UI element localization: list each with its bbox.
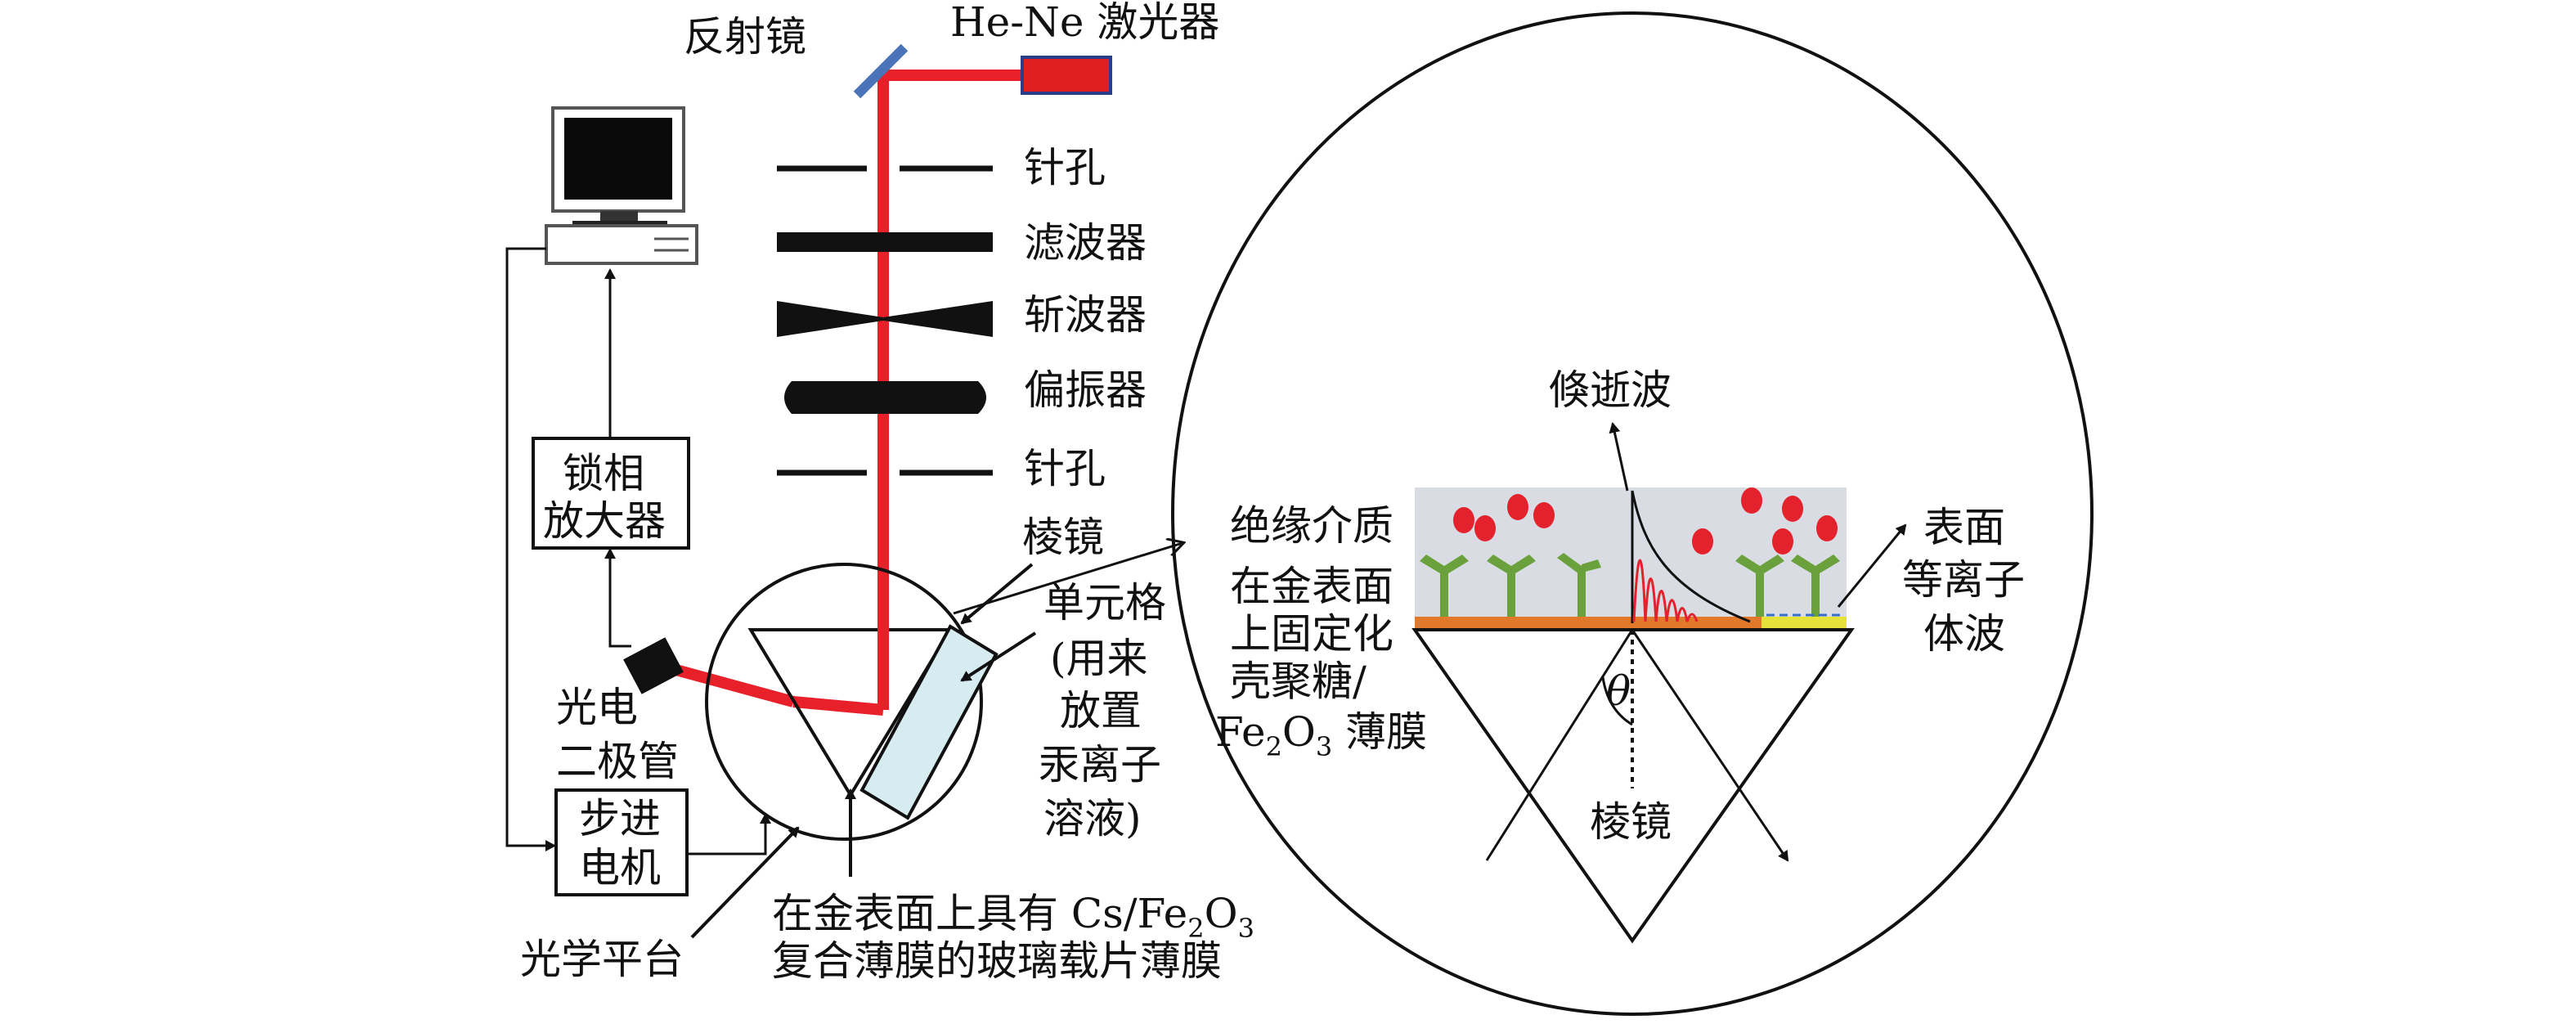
svg-text:在金表面上具有 Cs/Fe2O3: 在金表面上具有 Cs/Fe2O3 [772,890,1254,944]
zoom-connector [953,543,1183,615]
polarizer-icon [784,381,986,414]
filter-icon [777,232,993,252]
light-rays [1485,629,1789,862]
svg-text:复合薄膜的玻璃载片薄膜: 复合薄膜的玻璃载片薄膜 [772,937,1222,985]
svg-text:二极管: 二极管 [556,738,679,785]
svg-text:在金表面: 在金表面 [1230,563,1393,610]
chopper-label: 斩波器 [1024,291,1147,339]
svg-text:表面: 表面 [1923,504,2005,551]
svg-text:等离子: 等离子 [1902,556,2025,604]
prism-pointer [960,563,1034,625]
svg-text:光电: 光电 [556,684,638,731]
stepper-motor-label: 步进 电机 [579,795,661,892]
cell-label: 单元格 (用来 放置 汞离子 溶液) [1039,579,1166,842]
pinhole-top-label: 针孔 [1024,144,1106,191]
mirror-icon [853,43,909,99]
svg-text:壳聚糖/: 壳聚糖/ [1230,658,1367,705]
spw-label: 表面 等离子 体波 [1902,504,2025,658]
optical-stage-label: 光学平台 [520,936,684,983]
dielectric-label: 绝缘介质 [1230,502,1393,550]
svg-text:步进: 步进 [579,795,661,842]
spw-strip [1761,617,1847,628]
glass-film-label: 在金表面上具有 Cs/Fe2O3 复合薄膜的玻璃载片薄膜 [772,890,1254,985]
zoom-prism-triangle [1411,628,1855,944]
pinhole-bottom-label: 针孔 [1024,445,1106,492]
mercury-ions [1453,487,1838,555]
photodiode-label: 光电 二极管 [556,684,679,785]
optical-stage-circle [705,563,983,841]
chopper-icon [777,301,993,337]
gold-film-strip [1415,617,1761,628]
svg-text:Fe2O3 薄膜: Fe2O3 薄膜 [1215,708,1427,762]
laser-icon [1021,56,1112,95]
zoom-circle [1171,11,2094,1016]
svg-text:体波: 体波 [1923,610,2005,658]
stepper-motor-box [554,788,689,896]
signal-wiring [505,247,771,856]
polarizer-label: 偏振器 [1024,366,1147,414]
svg-text:单元格: 单元格 [1043,579,1166,627]
svg-text:(用来: (用来 [1050,635,1148,682]
svg-text:电机: 电机 [579,844,661,892]
svg-text:放大器: 放大器 [543,497,666,545]
prism-triangle [747,628,954,798]
svg-text:锁相: 锁相 [563,450,644,497]
evanescent-wave [1631,490,1751,623]
computer-icon [545,106,698,265]
filter-label: 滤波器 [1024,219,1147,267]
evanescent-label: 倏逝波 [1549,366,1672,414]
laser-label: He-Ne 激光器 [950,0,1219,46]
lockin-amplifier-label: 锁相 放大器 [543,450,666,545]
svg-text:放置: 放置 [1060,687,1142,734]
svg-text:上固定化: 上固定化 [1230,610,1393,658]
svg-text:汞离子: 汞离子 [1039,741,1161,788]
zoom-prism-label: 棱镜 [1590,798,1672,846]
svg-text:溶液): 溶液) [1043,795,1142,842]
cell-pointer [960,631,1037,682]
dielectric-medium [1415,487,1847,618]
optical-stage-pointer [690,826,800,939]
chitosan-receptors [1420,553,1840,618]
prism-label: 棱镜 [1022,514,1104,561]
spw-pointer [1837,523,1907,608]
photodiode-icon [623,637,684,694]
evanescent-pointer [1609,422,1629,492]
gold-film-label: 在金表面 上固定化 壳聚糖/ Fe2O3 薄膜 [1215,563,1427,762]
mirror-label: 反射镜 [684,13,806,61]
theta-label: θ [1606,667,1631,715]
